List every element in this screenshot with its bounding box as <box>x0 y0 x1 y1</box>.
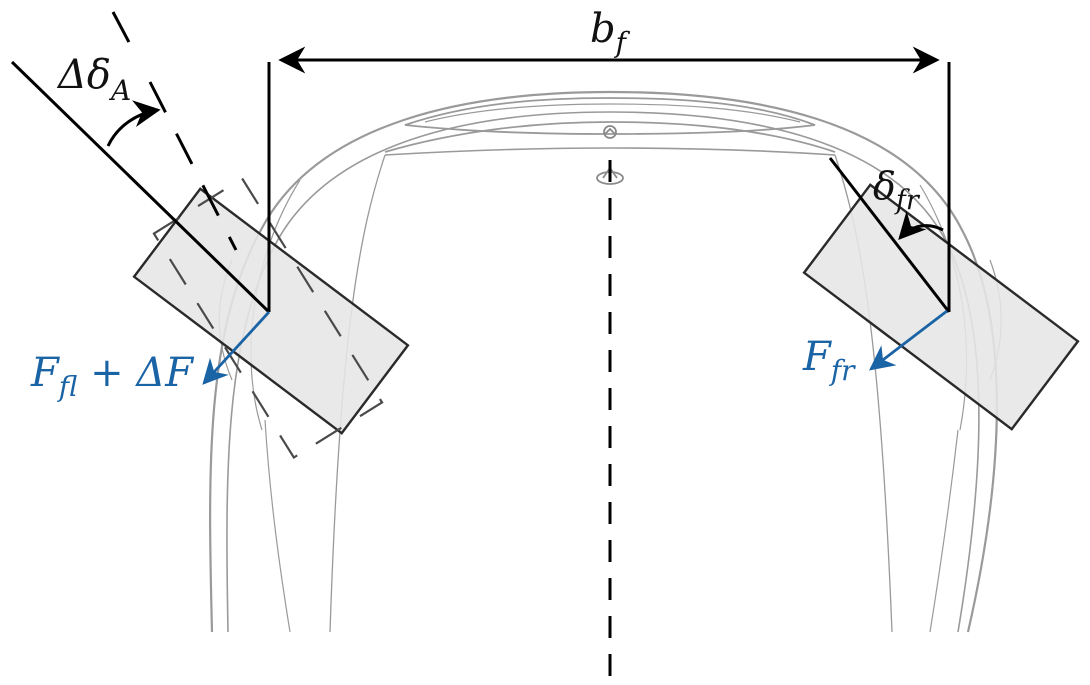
emblem-icon <box>603 125 617 139</box>
track-width-dimension <box>267 46 951 312</box>
steer-delta-a-label: ΔδA <box>56 52 131 107</box>
right-steer-construction <box>828 157 951 313</box>
force-fl-label: Ffl + ΔF <box>30 350 194 403</box>
force-fl-arrow <box>202 311 271 385</box>
left-steer-construction <box>10 11 271 314</box>
left-front-wheel-nominal-outline <box>152 176 384 460</box>
right-front-wheel <box>802 183 1080 431</box>
left-front-wheel <box>132 187 410 435</box>
force-fr-arrow <box>868 309 948 371</box>
force-fr-label: Ffr <box>802 334 856 387</box>
steer-fr-label: δfr <box>873 164 921 216</box>
track-width-label: bf <box>590 6 631 59</box>
